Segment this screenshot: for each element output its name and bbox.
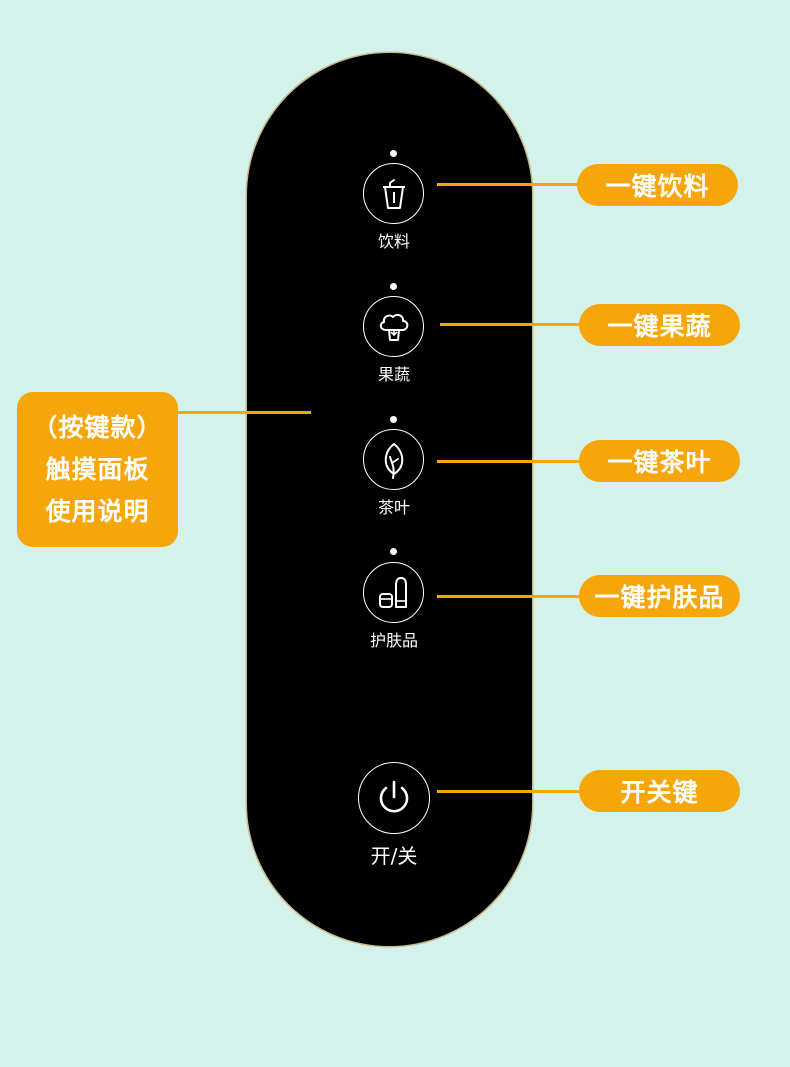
skincare-label: 护肤品 — [369, 631, 418, 650]
indicator-dot-skincare — [390, 548, 397, 555]
tea-callout: 一键茶叶 — [579, 440, 740, 482]
bottles-icon — [378, 576, 407, 608]
drink-label: 饮料 — [377, 232, 410, 251]
drink-button[interactable] — [363, 163, 424, 224]
broccoli-icon — [379, 313, 408, 341]
fruit-veg-callout: 一键果蔬 — [579, 304, 740, 346]
skincare-leader — [437, 595, 585, 598]
fruit-veg-leader — [440, 323, 585, 326]
cup-icon — [382, 178, 405, 209]
power-leader — [437, 790, 585, 793]
drink-leader — [437, 183, 582, 186]
power-icon — [379, 780, 409, 813]
drink-callout: 一键饮料 — [577, 164, 738, 206]
main-callout-line-2: 触摸面板 — [45, 454, 150, 484]
skincare-button[interactable] — [363, 562, 424, 623]
power-callout: 开关键 — [579, 770, 740, 812]
main-callout-line-1: （按键款） — [32, 412, 163, 442]
tea-button[interactable] — [363, 429, 424, 490]
main-callout-leader — [178, 411, 311, 414]
indicator-dot-tea — [390, 416, 397, 423]
fruit-veg-label: 果蔬 — [377, 365, 410, 384]
tea-label: 茶叶 — [377, 498, 410, 517]
tea-leader — [437, 460, 585, 463]
leaf-icon — [384, 442, 403, 479]
indicator-dot-fruit — [390, 283, 397, 290]
power-button[interactable] — [358, 762, 430, 834]
main-callout-line-3: 使用说明 — [45, 496, 150, 526]
power-label: 开/关 — [370, 844, 418, 868]
indicator-dot-drink — [390, 150, 397, 157]
main-callout: （按键款） 触摸面板 使用说明 — [17, 392, 178, 547]
skincare-callout: 一键护肤品 — [579, 575, 740, 617]
fruit-veg-button[interactable] — [363, 296, 424, 357]
